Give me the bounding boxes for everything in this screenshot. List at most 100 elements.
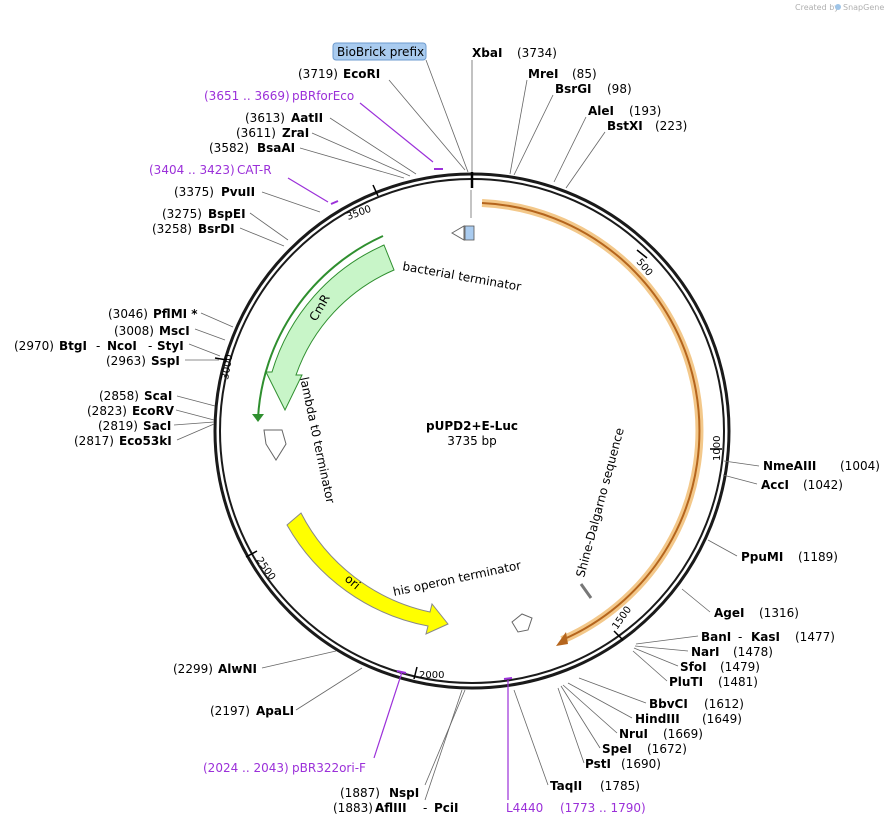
leader-hindiii [567, 682, 633, 719]
site-bani: BanI [701, 630, 731, 644]
site-msci-pos: (3008) [114, 324, 154, 338]
primer-cat-r-range: (3404 .. 3423) [149, 163, 235, 177]
site-eco53ki: Eco53kI [119, 434, 172, 448]
tick-3000: 3000 [220, 354, 235, 381]
leader-nari [634, 645, 689, 652]
primer-pbr322ori-f: pBR322ori-F [292, 761, 366, 775]
site-alei: AleI [588, 104, 614, 118]
site-pluti-pos: (1481) [718, 675, 758, 689]
created-by-label: Created by [795, 3, 839, 12]
site-btgi: BtgI [59, 339, 87, 353]
leader-nrui [562, 684, 618, 734]
leader-afliii [424, 689, 463, 801]
site-bbvci-pos: (1612) [704, 697, 744, 711]
tick-mark-2000 [413, 666, 418, 680]
primer-mark-l4440 [503, 677, 513, 680]
site-nrui: NruI [619, 727, 648, 741]
site-nrui-pos: (1669) [663, 727, 703, 741]
leader-pbr322ori-f [373, 671, 403, 759]
leader-alwni [261, 650, 337, 669]
site-zrai: ZraI [282, 126, 309, 140]
tick-mark-500 [636, 249, 648, 259]
site-spei-pos: (1672) [647, 742, 687, 756]
leader-btgi [188, 343, 221, 357]
site-mrei-pos: (85) [572, 67, 597, 81]
site-ncoi: NcoI [107, 339, 137, 353]
tick-mark-2500 [245, 550, 258, 558]
leader-biobrick [425, 59, 469, 173]
site-nspi: NspI [389, 786, 419, 800]
leader-msci [194, 328, 226, 341]
site-sfoi: SfoI [680, 660, 707, 674]
site-bstxi: BstXI [607, 119, 643, 133]
site-nari: NarI [691, 645, 720, 659]
leader-ecori [388, 79, 466, 171]
lambda-t0-terminator-arrow [263, 429, 287, 461]
leader-bani [635, 635, 699, 645]
site-bsrgi-pos: (98) [607, 82, 632, 96]
primer-l4440-range: (1773 .. 1790) [560, 801, 646, 815]
site-afliii-pos: (1883) [333, 801, 373, 815]
leader-aatii [329, 117, 417, 175]
site-hindiii-pos: (1649) [702, 712, 742, 726]
leader-pluti [632, 650, 668, 682]
site-agei-pos: (1316) [759, 606, 799, 620]
plasmid-size: 3735 bp [447, 434, 497, 448]
primer-mark-cat-r [330, 200, 339, 205]
primer-l4440: L4440 [506, 801, 543, 815]
site-bsrdi-pos: (3258) [152, 222, 192, 236]
leader-scai [176, 395, 216, 407]
site-apali: ApaLI [256, 704, 294, 718]
leader-bstxi [565, 131, 606, 189]
primer-mark-pbr322ori-f [396, 670, 407, 674]
leader-bsaai [299, 147, 405, 179]
site-xbai: XbaI [472, 46, 502, 60]
site-btgi-pos: (2970) [14, 339, 54, 353]
site-taqii-pos: (1785) [600, 779, 640, 793]
site-bsrdi: BsrDI [198, 222, 235, 236]
cmr-feature-arrow [265, 244, 395, 412]
leader-bbvci [578, 677, 647, 704]
site-sspi: SspI [151, 354, 180, 368]
site-ecori: EcoRI [343, 67, 380, 81]
leader-bsrgi [513, 94, 554, 176]
ori-feature-arrow [286, 512, 449, 635]
site-hindiii: HindIII [635, 712, 680, 726]
site-nspi-pos: (1887) [340, 786, 380, 800]
site-scai: ScaI [144, 389, 172, 403]
leader-sfoi [633, 647, 679, 667]
site-acci: AccI [761, 478, 789, 492]
site-afliii: AflIII [375, 801, 407, 815]
leader-apali [295, 667, 363, 711]
site-bani-pos: (1477) [795, 630, 835, 644]
site-saci-pos: (2819) [98, 419, 138, 433]
site-nari-pos: (1478) [733, 645, 773, 659]
leader-cat-r [287, 177, 329, 203]
tick-2500: 2500 [254, 555, 278, 582]
site-ppumi-pos: (1189) [798, 550, 838, 564]
site-styi: StyI [157, 339, 184, 353]
his-operon-terminator-arrow [511, 613, 533, 633]
shine-dalgarno-feature [579, 583, 593, 599]
site-sfoi-pos: (1479) [720, 660, 760, 674]
biobrick-prefix-badge [332, 42, 427, 61]
leader-nmeaiii [723, 460, 760, 467]
luc-orf-line [481, 202, 701, 641]
site-bbvci: BbvCI [649, 697, 688, 711]
leader-alei [553, 116, 587, 183]
site-pcii: PciI [434, 801, 459, 815]
site-zrai-pos: (3611) [236, 126, 276, 140]
site-taqii: TaqII [550, 779, 582, 793]
site-bspei-pos: (3275) [162, 207, 202, 221]
site-ppumi: PpuMI [741, 550, 783, 564]
cmr-outer-arrowhead [252, 414, 264, 422]
site-nmeaiii-pos: (1004) [840, 459, 880, 473]
site-pvuii-pos: (3375) [174, 185, 214, 199]
site-mrei: MreI [528, 67, 558, 81]
site-pluti: PluTI [669, 675, 703, 689]
site-alei-pos: (193) [629, 104, 661, 118]
leader-zrai [311, 132, 411, 177]
shine-dalgarno-label: Shine-Dalgarno sequence [573, 426, 626, 578]
leader-ecorv [175, 409, 215, 421]
site-ncoi-dash: - [148, 339, 152, 353]
